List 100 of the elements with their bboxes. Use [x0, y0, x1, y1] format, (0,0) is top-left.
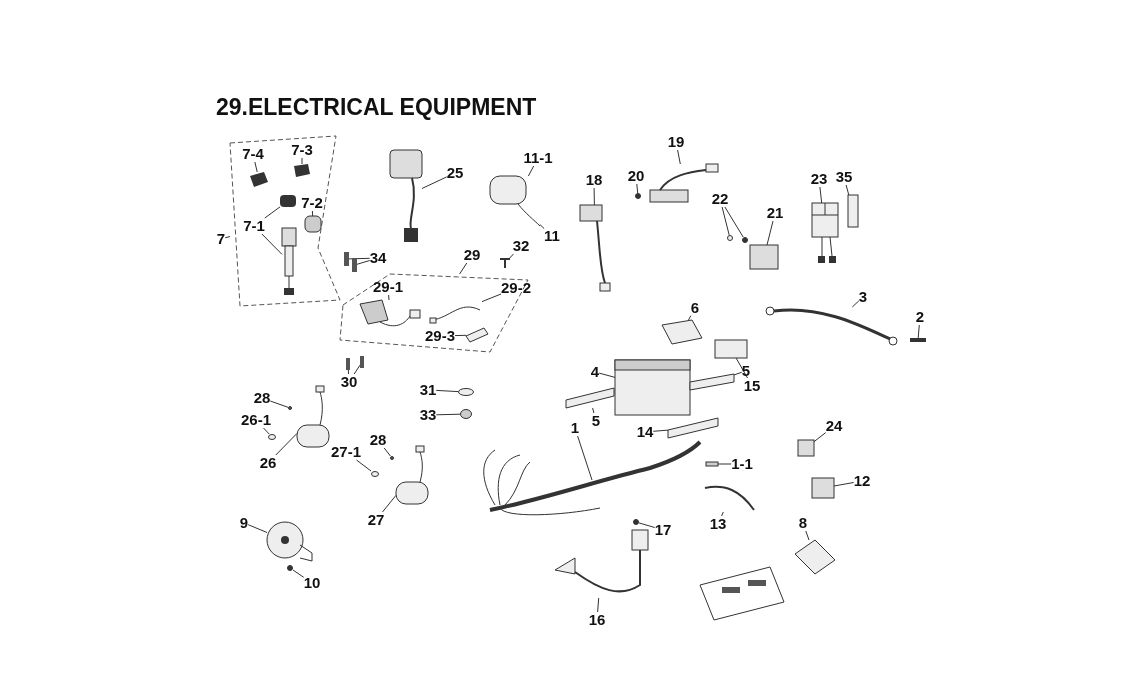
rubber-sleeve-drawing [848, 195, 858, 227]
leader-line [721, 511, 724, 517]
leader-line [805, 530, 810, 541]
foam-block-drawing [715, 340, 747, 358]
callout-number: 16 [588, 612, 606, 628]
callout-number: 29 [463, 247, 481, 263]
leader-line [688, 315, 692, 321]
callout-number: 5 [741, 363, 751, 379]
callout-number: 11 [544, 228, 560, 244]
screw-drawing [288, 406, 292, 410]
leader-line [356, 260, 371, 265]
relay-drawing [812, 478, 834, 498]
leader-line [539, 224, 545, 229]
callout-number: 22 [711, 191, 729, 207]
callout-number: 4 [590, 364, 600, 380]
flasher-relay-drawing [750, 245, 778, 269]
callout-number: 1 [570, 420, 580, 436]
callout-number: 14 [636, 424, 654, 440]
leader-line [347, 369, 350, 375]
leader-line [917, 324, 920, 339]
callout-number: 10 [303, 575, 321, 591]
callout-number: 12 [853, 473, 871, 489]
relay-drawing [798, 440, 814, 456]
callout-number: 25 [446, 165, 464, 181]
callout-number: 31 [419, 382, 437, 398]
screw-drawing [360, 356, 364, 368]
leader-line [592, 407, 595, 414]
callout-number: 6 [690, 300, 700, 316]
cdi-unit-drawing [812, 203, 838, 263]
fuse-drawing [706, 462, 718, 466]
battery-cable-drawing [765, 307, 898, 346]
leader-line [301, 157, 303, 165]
screw-drawing [390, 456, 394, 460]
leader-line [717, 463, 732, 465]
leader-line [264, 206, 281, 219]
callout-number: 30 [340, 374, 358, 390]
turn-signal-drawing [297, 386, 330, 447]
callout-number: 19 [667, 134, 685, 150]
leader-line [638, 522, 656, 528]
battery-drawing [615, 360, 690, 415]
leader-line [577, 435, 593, 481]
callout-number: 11-1 [523, 150, 553, 166]
screw-drawing [727, 235, 733, 241]
leader-line [813, 432, 827, 443]
leader-line [527, 165, 535, 177]
callout-number: 21 [766, 205, 784, 221]
washer-drawing [458, 388, 474, 396]
callout-number: 17 [654, 522, 672, 538]
callout-number: 28 [369, 432, 387, 448]
leader-line [721, 206, 730, 236]
callout-number: 35 [835, 169, 853, 185]
callout-number: 26 [259, 455, 277, 471]
leader-line [383, 447, 391, 457]
screw-drawing [346, 358, 350, 370]
leader-line [766, 220, 774, 246]
callout-number: 27 [367, 512, 385, 528]
callout-number: 7-2 [301, 195, 323, 211]
regulator-drawing [580, 205, 610, 291]
leader-line [261, 233, 283, 255]
screw-drawing [635, 193, 641, 199]
bulb-drawing [344, 252, 349, 266]
bolt-drawing [287, 565, 293, 571]
callout-number: 7 [216, 231, 226, 247]
leader-line [593, 187, 595, 206]
callout-number: 18 [585, 172, 603, 188]
nut-drawing [460, 409, 472, 419]
leader-line [254, 161, 258, 173]
callout-number: 7-4 [242, 146, 264, 162]
dashed-group-outline [230, 136, 340, 306]
callout-number: 34 [369, 250, 387, 266]
battery-pad-drawing [690, 374, 734, 390]
key-cap-drawing [294, 164, 310, 177]
callout-number: 28 [253, 390, 271, 406]
leader-line [275, 432, 298, 456]
leader-line [356, 459, 372, 472]
key-cap-drawing [250, 172, 268, 187]
leader-line [292, 569, 305, 578]
leader-line [421, 176, 448, 189]
callout-number: 8 [798, 515, 808, 531]
callout-number: 13 [709, 516, 727, 532]
leader-line [263, 427, 270, 435]
leader-line [845, 184, 850, 196]
lock-cylinder-drawing [305, 216, 321, 232]
ignition-switch-drawing [282, 228, 296, 295]
key-cap-drawing [280, 195, 296, 207]
leader-line [388, 294, 390, 301]
leader-line [636, 183, 639, 194]
callout-number: 20 [627, 168, 645, 184]
leader-line [435, 389, 459, 393]
callout-number: 7-3 [291, 142, 313, 158]
callout-number: 23 [810, 171, 828, 187]
callout-number: 33 [419, 407, 437, 423]
starter-relay-drawing [490, 176, 540, 226]
leader-line [481, 293, 502, 303]
headlight-switch-drawing [360, 300, 420, 328]
leader-line [247, 524, 268, 533]
horn-drawing [267, 522, 313, 562]
callout-number: 1-1 [731, 456, 753, 472]
leader-line [652, 429, 669, 432]
bulb-drawing [352, 258, 357, 272]
